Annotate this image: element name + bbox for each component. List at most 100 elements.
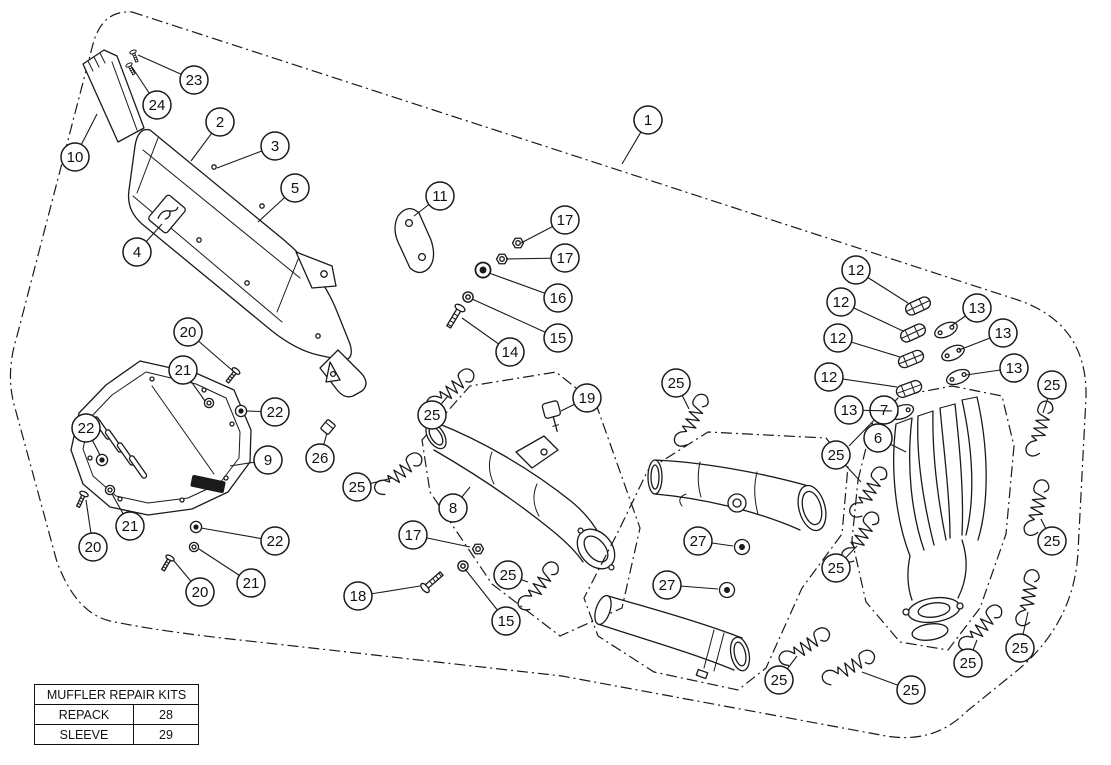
screw bbox=[223, 365, 242, 386]
svg-text:15: 15 bbox=[550, 330, 567, 347]
svg-text:17: 17 bbox=[405, 527, 422, 544]
svg-text:17: 17 bbox=[557, 250, 574, 267]
washer bbox=[462, 291, 474, 303]
bolt bbox=[418, 568, 446, 595]
callout-4: 4 bbox=[122, 223, 163, 267]
kit-row-label: REPACK bbox=[34, 704, 134, 725]
svg-text:20: 20 bbox=[180, 324, 197, 341]
svg-text:22: 22 bbox=[267, 404, 284, 421]
svg-text:25: 25 bbox=[1044, 377, 1061, 394]
svg-text:13: 13 bbox=[1006, 360, 1023, 377]
svg-text:12: 12 bbox=[848, 262, 865, 279]
callout-15: 15 bbox=[471, 298, 573, 353]
svg-text:22: 22 bbox=[267, 533, 284, 550]
svg-text:13: 13 bbox=[841, 402, 858, 419]
callout-16: 16 bbox=[488, 272, 573, 313]
nut bbox=[495, 253, 509, 265]
tail-pipe-section bbox=[594, 594, 751, 680]
header-region bbox=[851, 385, 1015, 651]
svg-text:26: 26 bbox=[312, 450, 329, 467]
svg-text:25: 25 bbox=[349, 479, 366, 496]
callout-15: 15 bbox=[464, 568, 521, 636]
rubber-grommet bbox=[189, 520, 203, 534]
springs bbox=[371, 364, 1056, 690]
mid-pipe-region bbox=[583, 431, 849, 691]
callout-25: 25 bbox=[1037, 370, 1067, 414]
callout-12: 12 bbox=[841, 255, 909, 304]
svg-text:21: 21 bbox=[175, 362, 192, 379]
rubber-grommet bbox=[474, 261, 492, 279]
mid-pipe bbox=[647, 459, 827, 532]
callout-25: 25 bbox=[861, 671, 926, 705]
callout-17: 17 bbox=[520, 205, 580, 244]
callout-12: 12 bbox=[826, 287, 904, 332]
svg-text:9: 9 bbox=[264, 452, 272, 469]
bolt bbox=[443, 302, 467, 331]
end-cap-screw bbox=[128, 48, 141, 64]
spring bbox=[1023, 398, 1056, 459]
svg-text:8: 8 bbox=[449, 500, 457, 517]
callout-25: 25 bbox=[764, 655, 798, 695]
callout-12: 12 bbox=[814, 362, 898, 392]
callout-17: 17 bbox=[505, 243, 580, 273]
svg-text:25: 25 bbox=[668, 375, 685, 392]
callout-20: 20 bbox=[78, 499, 108, 562]
callout-12: 12 bbox=[823, 323, 901, 358]
callout-9: 9 bbox=[229, 445, 283, 475]
header-pipes bbox=[893, 396, 987, 641]
callout-17: 17 bbox=[398, 520, 471, 550]
svg-text:16: 16 bbox=[550, 290, 567, 307]
callout-25: 25 bbox=[1037, 518, 1067, 556]
spring bbox=[1014, 567, 1041, 628]
svg-text:25: 25 bbox=[771, 672, 788, 689]
callout-13: 13 bbox=[958, 318, 1018, 351]
callout-13: 13 bbox=[965, 353, 1029, 383]
svg-text:13: 13 bbox=[995, 325, 1012, 342]
svg-text:25: 25 bbox=[1012, 640, 1029, 657]
svg-text:10: 10 bbox=[67, 149, 84, 166]
washer bbox=[457, 560, 469, 572]
spring bbox=[514, 557, 562, 615]
rubber-grommet bbox=[95, 453, 109, 467]
svg-text:4: 4 bbox=[133, 244, 141, 261]
table-row: SLEEVE 29 bbox=[34, 724, 199, 745]
link-pipe-region bbox=[421, 371, 641, 637]
svg-text:3: 3 bbox=[271, 138, 279, 155]
svg-text:21: 21 bbox=[122, 518, 139, 535]
callout-23: 23 bbox=[137, 54, 209, 95]
svg-text:12: 12 bbox=[830, 330, 847, 347]
callout-5: 5 bbox=[257, 173, 310, 223]
callout-layer: 1235410232411171716151420212226229212020… bbox=[60, 54, 1067, 705]
svg-text:5: 5 bbox=[291, 180, 299, 197]
svg-text:19: 19 bbox=[579, 390, 596, 407]
svg-text:1: 1 bbox=[644, 112, 652, 129]
svg-text:25: 25 bbox=[424, 407, 441, 424]
callout-26: 26 bbox=[305, 432, 335, 473]
callout-21: 21 bbox=[111, 493, 145, 541]
svg-text:2: 2 bbox=[216, 114, 224, 131]
pipe-clamp-nut bbox=[716, 579, 738, 601]
washer bbox=[188, 541, 200, 553]
callout-22: 22 bbox=[200, 526, 290, 556]
callout-19: 19 bbox=[560, 383, 602, 413]
svg-text:25: 25 bbox=[1044, 533, 1061, 550]
callout-10: 10 bbox=[60, 113, 98, 172]
kit-boundary bbox=[9, 11, 1087, 739]
kit-row-value: 28 bbox=[133, 704, 199, 725]
svg-text:11: 11 bbox=[432, 188, 448, 205]
mount-bracket bbox=[394, 208, 435, 274]
svg-text:18: 18 bbox=[350, 588, 367, 605]
lower-fastener-set bbox=[418, 543, 485, 595]
svg-text:27: 27 bbox=[690, 533, 707, 550]
callout-27: 27 bbox=[652, 570, 719, 600]
exhaust-clamps bbox=[894, 294, 933, 400]
callout-1: 1 bbox=[621, 105, 663, 165]
svg-text:22: 22 bbox=[78, 420, 95, 437]
svg-text:25: 25 bbox=[828, 560, 845, 577]
spring bbox=[819, 645, 878, 690]
pipe-clamp-nut bbox=[731, 536, 753, 558]
callout-11: 11 bbox=[413, 181, 455, 217]
heat-shield bbox=[70, 360, 252, 516]
link-pipe bbox=[425, 422, 616, 571]
